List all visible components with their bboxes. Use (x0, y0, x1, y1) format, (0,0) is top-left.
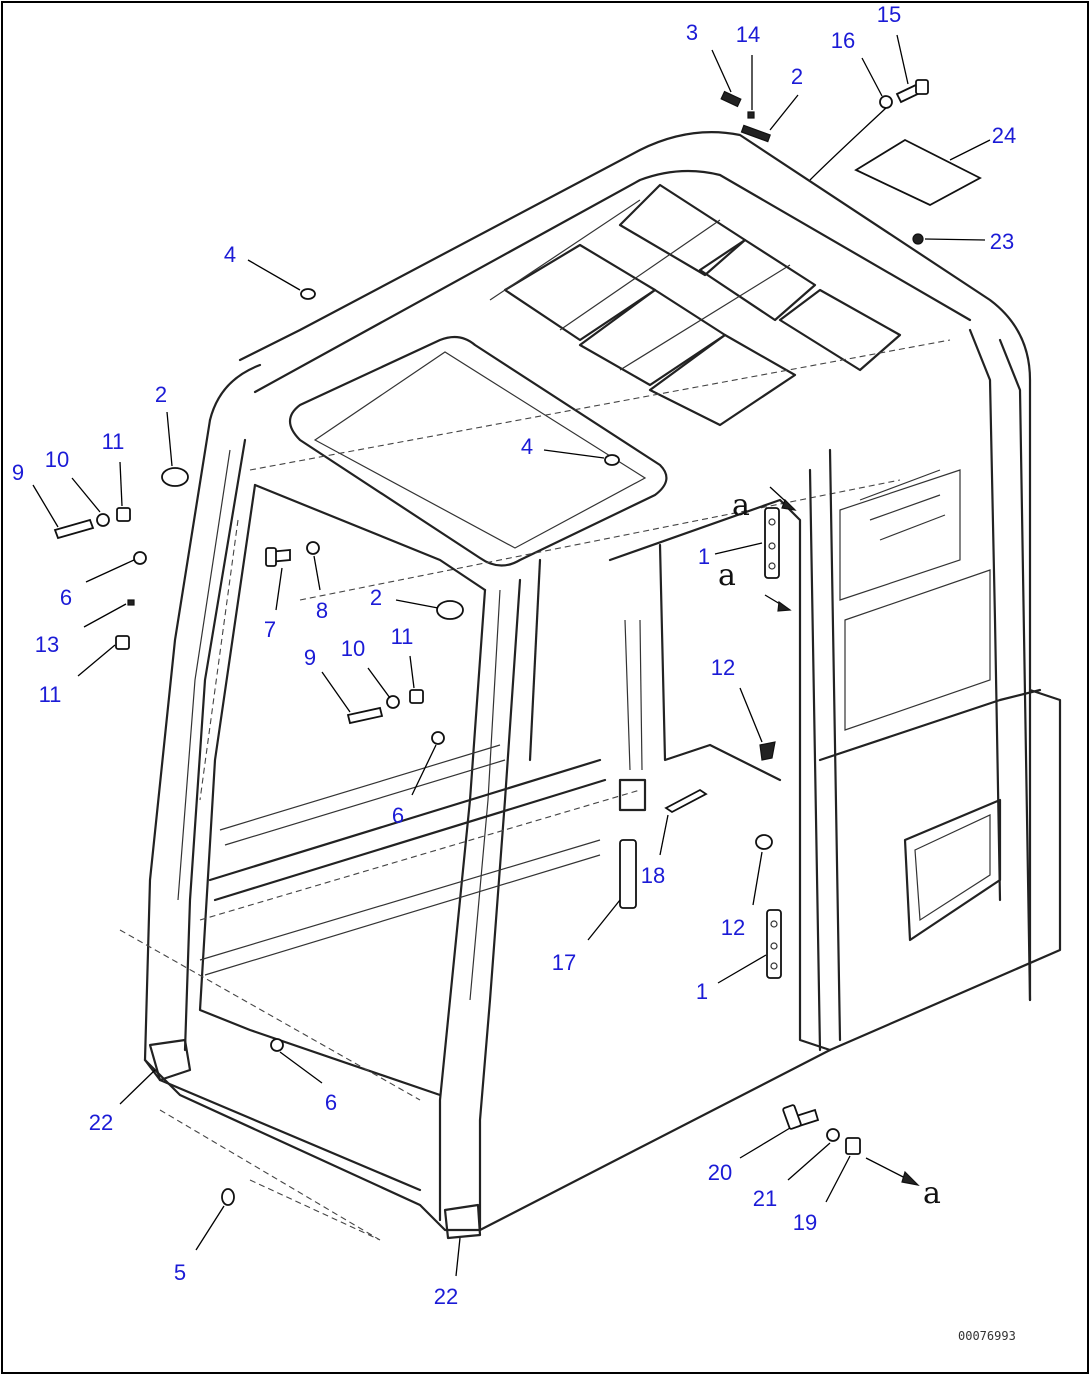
callout-20: 20 (708, 1160, 732, 1185)
callout-8: 8 (316, 598, 328, 623)
callout-21: 21 (753, 1186, 777, 1211)
callout-15: 15 (877, 2, 901, 27)
callout-5: 5 (174, 1260, 186, 1285)
callout-6-left: 6 (60, 585, 72, 610)
leader-lines (32, 34, 991, 1277)
callout-14: 14 (736, 22, 760, 47)
callout-4-roof: 4 (521, 434, 533, 459)
callout-11-left: 11 (102, 429, 125, 454)
callout-1-lower: 1 (696, 979, 708, 1004)
callout-labels: 3 14 2 16 15 24 23 4 2 9 10 11 6 13 11 4… (12, 2, 1016, 1309)
callout-9-mid: 9 (304, 645, 316, 670)
callout-18: 18 (641, 863, 665, 888)
callout-12-upper: 12 (711, 655, 735, 680)
hardware-parts (53, 79, 982, 1206)
callout-10-left: 10 (45, 447, 69, 472)
callout-2-top: 2 (791, 64, 803, 89)
reference-a-middle: a (718, 558, 736, 593)
callout-22-bottom: 22 (434, 1284, 458, 1309)
callout-6-mid: 6 (392, 803, 404, 828)
callout-9-left: 9 (12, 460, 24, 485)
callout-6-bottom: 6 (325, 1090, 337, 1115)
callout-22-left: 22 (89, 1110, 113, 1135)
reference-a-bottom: a (923, 1176, 941, 1211)
callout-11-mid: 11 (391, 624, 414, 649)
callout-10-mid: 10 (341, 636, 365, 661)
callout-7: 7 (264, 617, 276, 642)
callout-24: 24 (992, 123, 1016, 148)
callout-12-lower: 12 (721, 915, 745, 940)
reference-letters: a a a (718, 488, 941, 1211)
callout-2-left: 2 (155, 382, 167, 407)
callout-4-left: 4 (224, 242, 236, 267)
callout-3: 3 (686, 20, 698, 45)
callout-16: 16 (831, 28, 855, 53)
callout-23: 23 (990, 229, 1014, 254)
callout-13: 13 (35, 632, 59, 657)
cab-frame (119, 131, 1062, 1241)
callout-1-upper: 1 (698, 544, 710, 569)
callout-11-left-lower: 11 (39, 682, 62, 707)
callout-17: 17 (552, 950, 576, 975)
drawing-number: 00076993 (958, 1329, 1016, 1343)
callout-19: 19 (793, 1210, 817, 1235)
reference-a-upper: a (732, 488, 750, 523)
callout-2-mid: 2 (370, 585, 382, 610)
